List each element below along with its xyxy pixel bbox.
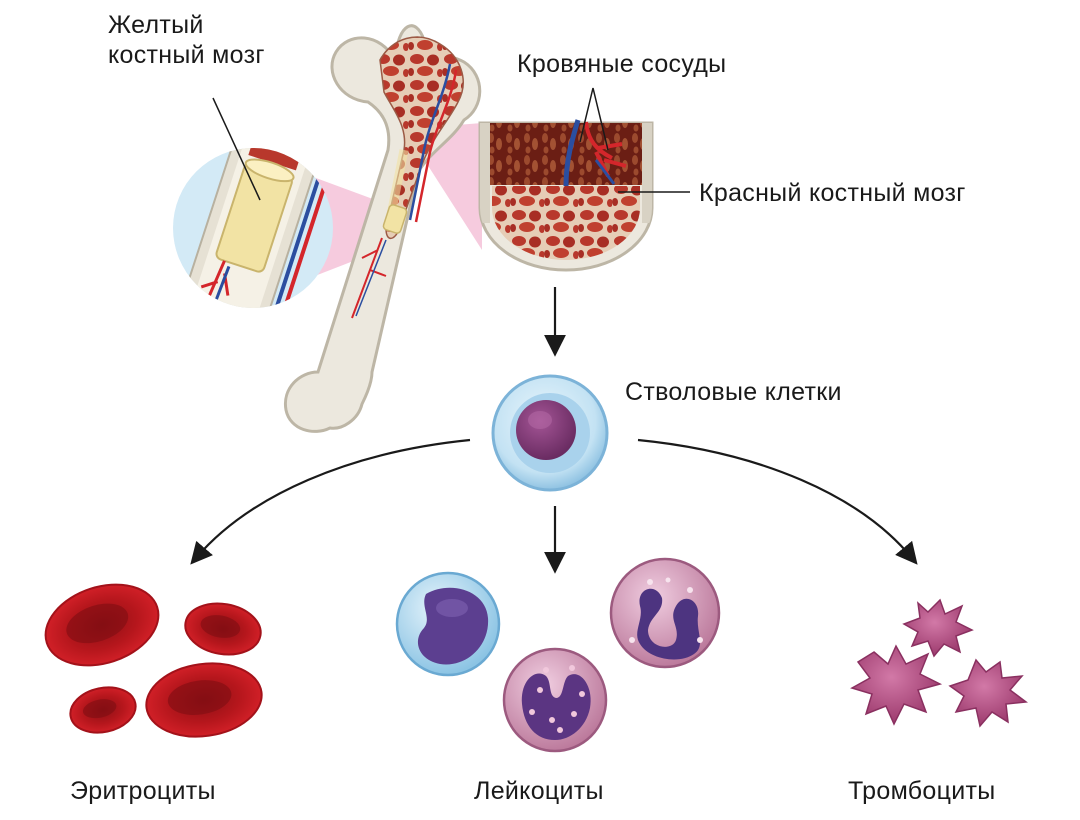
label-leukocytes: Лейкоциты (474, 777, 604, 805)
arrow-icon (190, 438, 471, 565)
label-yellow-marrow: Желтый костный мозг (108, 10, 265, 70)
label-red-marrow: Красный костный мозг (699, 179, 966, 207)
label-erythrocytes: Эритроциты (70, 777, 216, 805)
leader-blood-vessels (579, 87, 609, 151)
leukocyte-icon (395, 557, 721, 753)
leader-yellow-marrow (212, 97, 261, 201)
label-thrombocytes: Тромбоциты (848, 777, 996, 805)
stem-cell-icon (491, 374, 609, 492)
label-yellow-marrow-line1: Желтый (108, 11, 204, 39)
thrombocyte-icon (850, 598, 1028, 728)
label-blood-vessels: Кровяные сосуды (517, 50, 727, 78)
magnifier-icon (173, 148, 333, 308)
label-stem-cells: Стволовые клетки (625, 378, 842, 406)
arrow-icon (637, 438, 918, 565)
label-yellow-marrow-line2: костный мозг (108, 41, 265, 69)
marrow-cross-section-icon (478, 119, 654, 272)
erythrocyte-icon (44, 583, 263, 738)
bone-icon (283, 24, 482, 433)
